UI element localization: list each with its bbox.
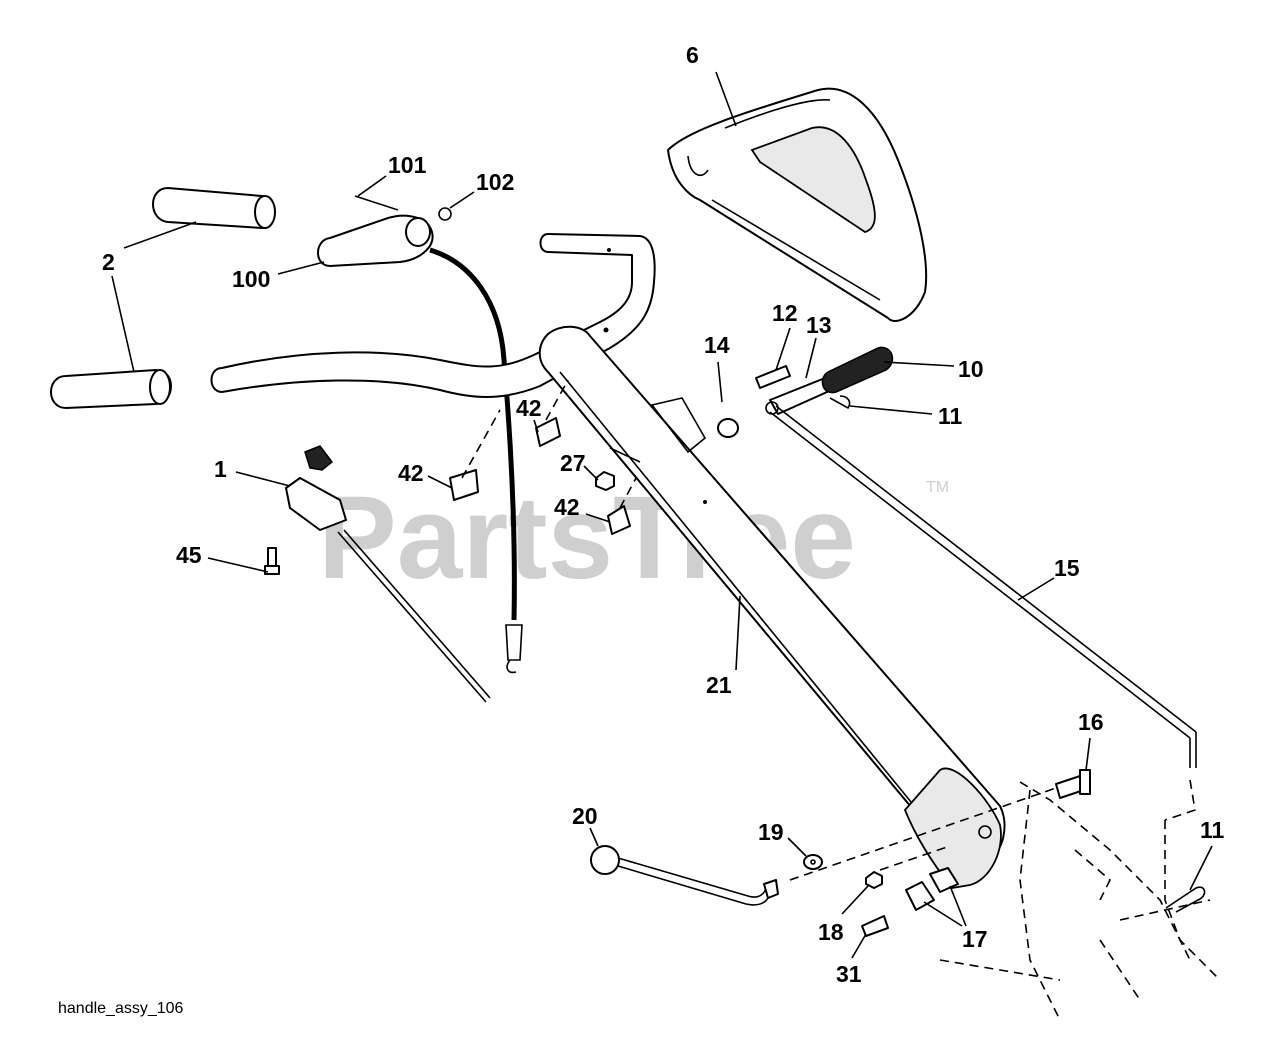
- callout-18: 18: [818, 919, 844, 945]
- watermark-tm: TM: [926, 479, 949, 496]
- callout-12: 12: [772, 300, 798, 326]
- callout-17: 17: [962, 926, 988, 952]
- callout-101: 101: [388, 152, 427, 178]
- part-42-bolts: [449, 379, 637, 535]
- callout-13: 13: [806, 312, 832, 338]
- part-45-bolt: [264, 547, 280, 575]
- callout-19: 19: [758, 819, 784, 845]
- bolt-axis-line: [789, 787, 1057, 881]
- callout-42-right: 42: [516, 395, 542, 421]
- callout-102: 102: [476, 169, 514, 195]
- callout-42-lower: 42: [554, 494, 580, 520]
- callout-1: 1: [214, 456, 227, 482]
- callout-21: 21: [706, 672, 732, 698]
- callout-27: 27: [560, 450, 586, 476]
- callout-10: 10: [958, 356, 984, 382]
- part-27-nut: [595, 471, 615, 491]
- part-19-washer: [803, 854, 823, 870]
- part-100-bail-lever: [317, 195, 452, 267]
- part-16-bolt: [1055, 769, 1091, 799]
- callout-15: 15: [1054, 555, 1080, 581]
- callout-45: 45: [176, 542, 202, 568]
- part-11-hairpin-clip-upper: [829, 395, 851, 410]
- part-17-pads: [905, 867, 959, 911]
- part-1-control-bracket: [285, 445, 491, 703]
- callout-31: 31: [836, 961, 862, 987]
- part-6-handle-cover: [667, 87, 928, 322]
- callout-2-upper: 2: [102, 249, 115, 275]
- part-2-hand-grips: [50, 187, 276, 409]
- housing-outline: [939, 779, 1221, 1021]
- part-14-spacer: [717, 418, 739, 438]
- callout-6: 6: [686, 42, 699, 68]
- callouts: 6 101 102 2 100 12 13 14 10 11 42 1 42 2…: [102, 42, 1225, 987]
- part-31-bolt: [861, 915, 889, 937]
- bail-cable: [429, 247, 523, 674]
- part-21-lower-handle: [538, 325, 1006, 889]
- callout-14: 14: [704, 332, 730, 358]
- part-12-bolt: [755, 365, 791, 389]
- part-18-nut: [865, 871, 883, 889]
- callout-20: 20: [572, 803, 598, 829]
- part-11-hairpin-clip-lower: [1165, 886, 1206, 913]
- callout-100: 100: [232, 266, 270, 292]
- part-10-grip: [821, 346, 894, 394]
- callout-11-upper: 11: [938, 403, 963, 429]
- callout-16: 16: [1078, 709, 1104, 735]
- part-20-shift-knob: [590, 845, 779, 906]
- diagram-caption: handle_assy_106: [58, 1000, 184, 1017]
- bolt-axis-line-lower: [879, 845, 951, 871]
- callout-42-left: 42: [398, 460, 424, 486]
- part-15-shift-rod: [769, 405, 1197, 768]
- callout-11-lower: 11: [1200, 817, 1225, 843]
- leader-lines: [111, 71, 1213, 959]
